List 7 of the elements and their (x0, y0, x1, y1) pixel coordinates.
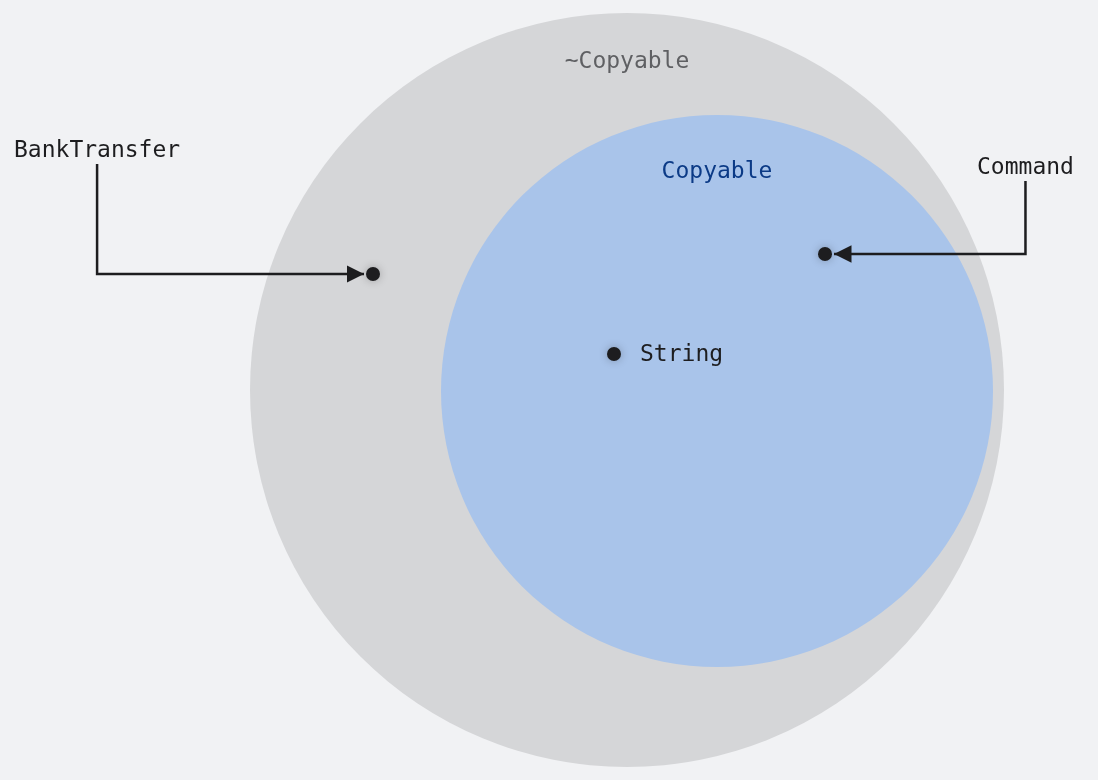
set-label: ~Copyable (564, 47, 690, 73)
type-name: BankTransfer (14, 136, 181, 162)
arrow (95, 164, 364, 283)
set-label: Copyable (661, 157, 773, 183)
arrow (834, 181, 1027, 263)
type-name: Command (977, 153, 1074, 179)
type-name: String (640, 340, 724, 366)
